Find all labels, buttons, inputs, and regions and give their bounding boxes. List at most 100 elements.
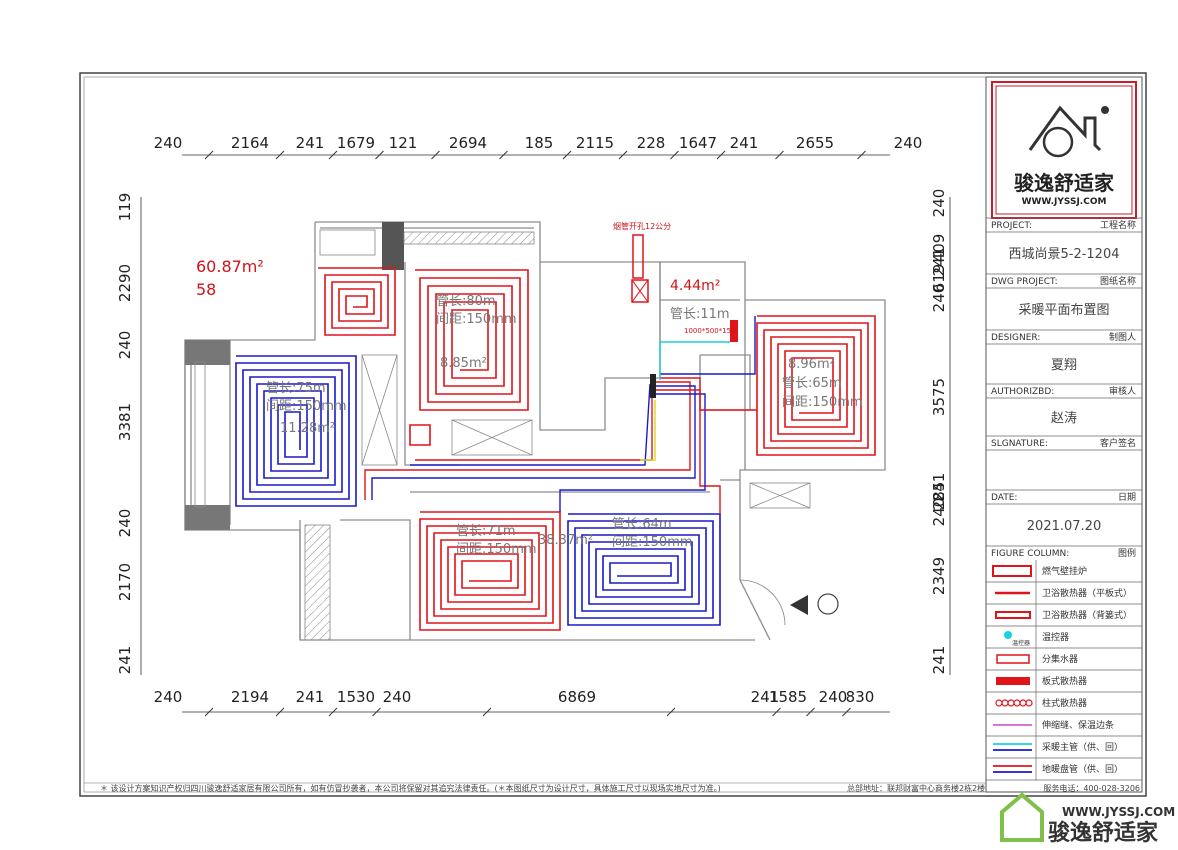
dimension-tick [328, 707, 338, 717]
dimension-label: 119 [116, 193, 134, 222]
footer-phone: 服务电话：400-028-3206 [1043, 783, 1140, 793]
title-block-value: 采暖平面布置图 [1018, 303, 1109, 318]
dimension-tick [275, 707, 285, 717]
legend-label: 采暖主管（供、回） [1042, 741, 1123, 753]
dimension-label: 2349 [930, 557, 948, 595]
wall-column [185, 340, 230, 365]
dimension-label: 240 [116, 509, 134, 538]
dimension-label: 240 [894, 134, 923, 152]
pipe-loop-living-right [567, 513, 721, 626]
kitchen-pipe-label: 管长:11m [670, 307, 730, 322]
title-block-label-cn: 客户签名 [1100, 437, 1136, 449]
entrance-arrow-icon [790, 595, 808, 615]
watermark-url: WWW.JYSSJ.COM [1062, 805, 1175, 819]
dimension-label: 1647 [679, 134, 717, 152]
dimension-tick [482, 707, 492, 717]
dimension-label: 240 [930, 498, 948, 527]
dimension-label: 185 [525, 134, 554, 152]
dimension-label: 830 [846, 688, 875, 706]
dimension-tick [618, 150, 628, 160]
room5-pipe-gap: 间距:150mm [612, 535, 693, 550]
room3-area: 8.96m² [788, 357, 835, 372]
dimension-label: 240 [930, 284, 948, 313]
cabinet-boxes [194, 229, 811, 641]
chimney-note: 烟管开孔12公分 [613, 221, 671, 231]
bath-radiator-icon [730, 320, 738, 342]
dimension-tick [775, 150, 784, 160]
title-block-value: 赵涛 [1051, 410, 1077, 426]
door-arc [739, 579, 786, 626]
total-area-label: 60.87m² [196, 257, 264, 276]
title-block-label: DESIGNER: [991, 333, 1040, 343]
room5-pipe-length: 管长:64m [612, 517, 672, 532]
dimension-label: 241 [730, 134, 759, 152]
dimension-label: 285 [930, 482, 948, 511]
pipe-loop-room-left [235, 355, 357, 507]
title-block-label-cn: 图例 [1118, 547, 1136, 559]
dimension-label: 3381 [116, 403, 134, 441]
title-block-label: AUTHORIZBD: [991, 387, 1054, 397]
dimension-tick [716, 150, 726, 160]
dimension-label: 240 [930, 189, 948, 218]
dimension-label: 241 [930, 646, 948, 675]
legend-label: 卫浴散热器（平板式） [1042, 587, 1132, 599]
person-entrance-icon [817, 593, 839, 615]
room2-area: 11.28m² [280, 421, 335, 436]
logo-text: 骏逸舒适家 [1014, 171, 1115, 195]
dimension-label: 2194 [231, 688, 269, 706]
outer-frame [79, 72, 1147, 797]
dimension-label: 241 [296, 134, 325, 152]
logo-heart-icon [1042, 126, 1074, 158]
dimension-tick [431, 150, 440, 160]
radiator-size-label: 1000*500*150 [684, 327, 736, 335]
dimension-label: 2694 [449, 134, 487, 152]
dimension-label: 121 [389, 134, 418, 152]
dimension-label: 228 [637, 134, 666, 152]
dimension-label: 241 [930, 473, 948, 502]
pipe-loop-living-left [419, 511, 561, 631]
legend-label: 地暖盘管（供、回） [1042, 763, 1123, 775]
room1-pipe-length: 管长:80m [436, 294, 496, 309]
manifold-feed-lines [364, 316, 757, 514]
title-block-label: SLGNATURE: [991, 439, 1048, 449]
title-block-value: 2021.07.20 [1027, 519, 1101, 534]
room3-pipe-length: 管长:65m [782, 376, 842, 391]
dimension-tick [372, 707, 381, 717]
title-block-label-cn: 工程名称 [1100, 219, 1136, 231]
dimension-tick [499, 150, 508, 160]
dimension-label: 241 [116, 646, 134, 675]
dimension-label: 2170 [116, 563, 134, 601]
dimension-label: 240 [154, 688, 183, 706]
dimension-label: 240 [819, 688, 848, 706]
room4-pipe-gap: 间距:150mm [456, 542, 537, 557]
logo-dot-icon [1101, 106, 1109, 114]
dimension-label: 6869 [558, 688, 596, 706]
pipe-loop-room-top-left [318, 267, 396, 336]
dimension-tick [562, 150, 572, 160]
title-block-label: DWG PROJECT: [991, 277, 1058, 287]
legend-label: 柱式散热器 [1042, 697, 1087, 709]
room2-pipe-gap: 间距:150mm [266, 399, 347, 414]
dimension-tick [204, 150, 214, 160]
dimension-label: 2115 [576, 134, 614, 152]
room1-pipe-gap: 间距:150mm [436, 312, 517, 327]
dimension-label: 3575 [930, 378, 948, 416]
dimension-label: 2655 [796, 134, 834, 152]
legend-label: 卫浴散热器（背篓式） [1042, 609, 1132, 621]
legend-symbol-2 [995, 611, 1031, 619]
title-block: 骏逸舒适家 WWW.JYSSJ.COM [985, 76, 1143, 793]
wall-column [185, 505, 230, 530]
title-block-label-cn: 制图人 [1109, 331, 1136, 343]
total-count-label: 58 [196, 280, 216, 299]
legend-label: 燃气壁挂炉 [1042, 565, 1087, 577]
dimension-label: 2290 [116, 264, 134, 302]
room1-area: 8.85m² [440, 356, 487, 371]
title-block-label-cn: 日期 [1118, 492, 1136, 503]
dimension-label: 240 [154, 134, 183, 152]
